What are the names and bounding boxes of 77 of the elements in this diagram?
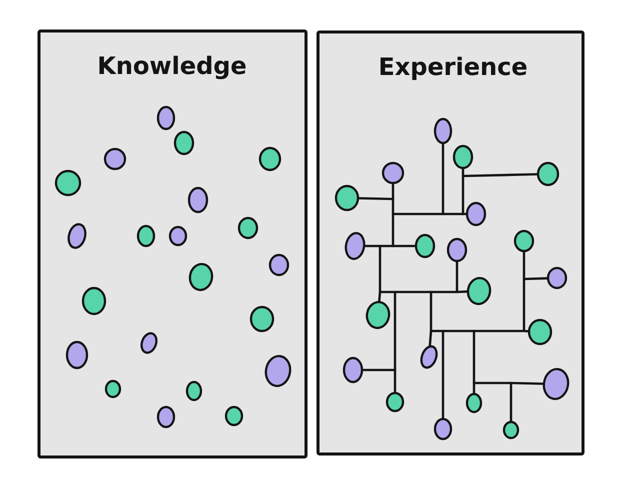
connector-line — [442, 330, 476, 332]
dot — [268, 254, 290, 276]
connector-line — [472, 382, 512, 384]
connector-line — [522, 278, 526, 332]
dot — [536, 162, 560, 186]
dot — [104, 148, 126, 170]
dot — [434, 418, 452, 440]
connector-line — [378, 244, 394, 248]
connector-line — [392, 212, 444, 216]
connector-line — [442, 142, 444, 216]
dot — [514, 230, 534, 252]
connector-line — [394, 290, 396, 372]
dot — [82, 286, 106, 316]
dot — [174, 130, 194, 156]
dot — [452, 144, 474, 170]
connector-line — [392, 212, 394, 248]
connector-line — [462, 168, 464, 178]
connector-line — [456, 290, 468, 294]
connector-line — [522, 250, 526, 280]
connector-line — [428, 330, 432, 347]
dot — [224, 406, 244, 426]
dot — [528, 318, 552, 346]
dot — [156, 406, 176, 428]
dot — [386, 392, 404, 412]
connector-line — [378, 290, 396, 294]
connector-line — [378, 290, 382, 302]
connector-line — [442, 330, 444, 420]
connector-line — [392, 244, 416, 248]
dot — [54, 170, 82, 196]
connector-line — [378, 244, 382, 294]
dot — [66, 340, 88, 370]
connector-line — [362, 368, 396, 372]
dot — [250, 306, 274, 332]
connector-line — [510, 382, 544, 385]
dot — [446, 238, 468, 262]
dot — [466, 276, 492, 306]
dot — [168, 226, 188, 246]
connector-line — [392, 198, 394, 216]
connector-line — [472, 330, 476, 384]
dot — [366, 300, 390, 330]
dot — [104, 380, 122, 398]
dot — [136, 224, 156, 248]
dot — [382, 162, 404, 184]
connector-line — [394, 368, 396, 394]
dot — [342, 356, 364, 384]
panel: Experience — [316, 30, 584, 456]
connector-line — [442, 212, 464, 216]
connector-line — [462, 174, 464, 216]
dot — [466, 392, 482, 414]
dot — [334, 184, 360, 212]
dot — [238, 216, 258, 240]
connector-line — [472, 382, 476, 394]
connector-line — [522, 277, 548, 280]
dot — [188, 186, 208, 214]
panel: Knowledge — [38, 30, 308, 458]
connector-line — [392, 182, 394, 200]
dot — [186, 380, 202, 402]
connector-line — [510, 382, 512, 422]
connector-line — [456, 260, 458, 294]
dot — [414, 234, 436, 258]
connector-line — [364, 244, 382, 248]
dot — [434, 118, 452, 144]
dot — [156, 106, 176, 130]
dot — [466, 202, 486, 226]
connector-line — [358, 197, 394, 200]
connector-line — [472, 330, 526, 332]
connector-line — [522, 330, 530, 332]
connector-line — [430, 330, 444, 332]
connector-line — [430, 290, 458, 294]
connector-line — [462, 212, 468, 216]
connector-line — [462, 173, 538, 178]
dot — [188, 262, 214, 292]
dot — [546, 266, 568, 290]
connector-line — [430, 290, 432, 332]
connector-line — [394, 290, 432, 294]
dot — [258, 146, 282, 172]
dot — [502, 420, 520, 440]
